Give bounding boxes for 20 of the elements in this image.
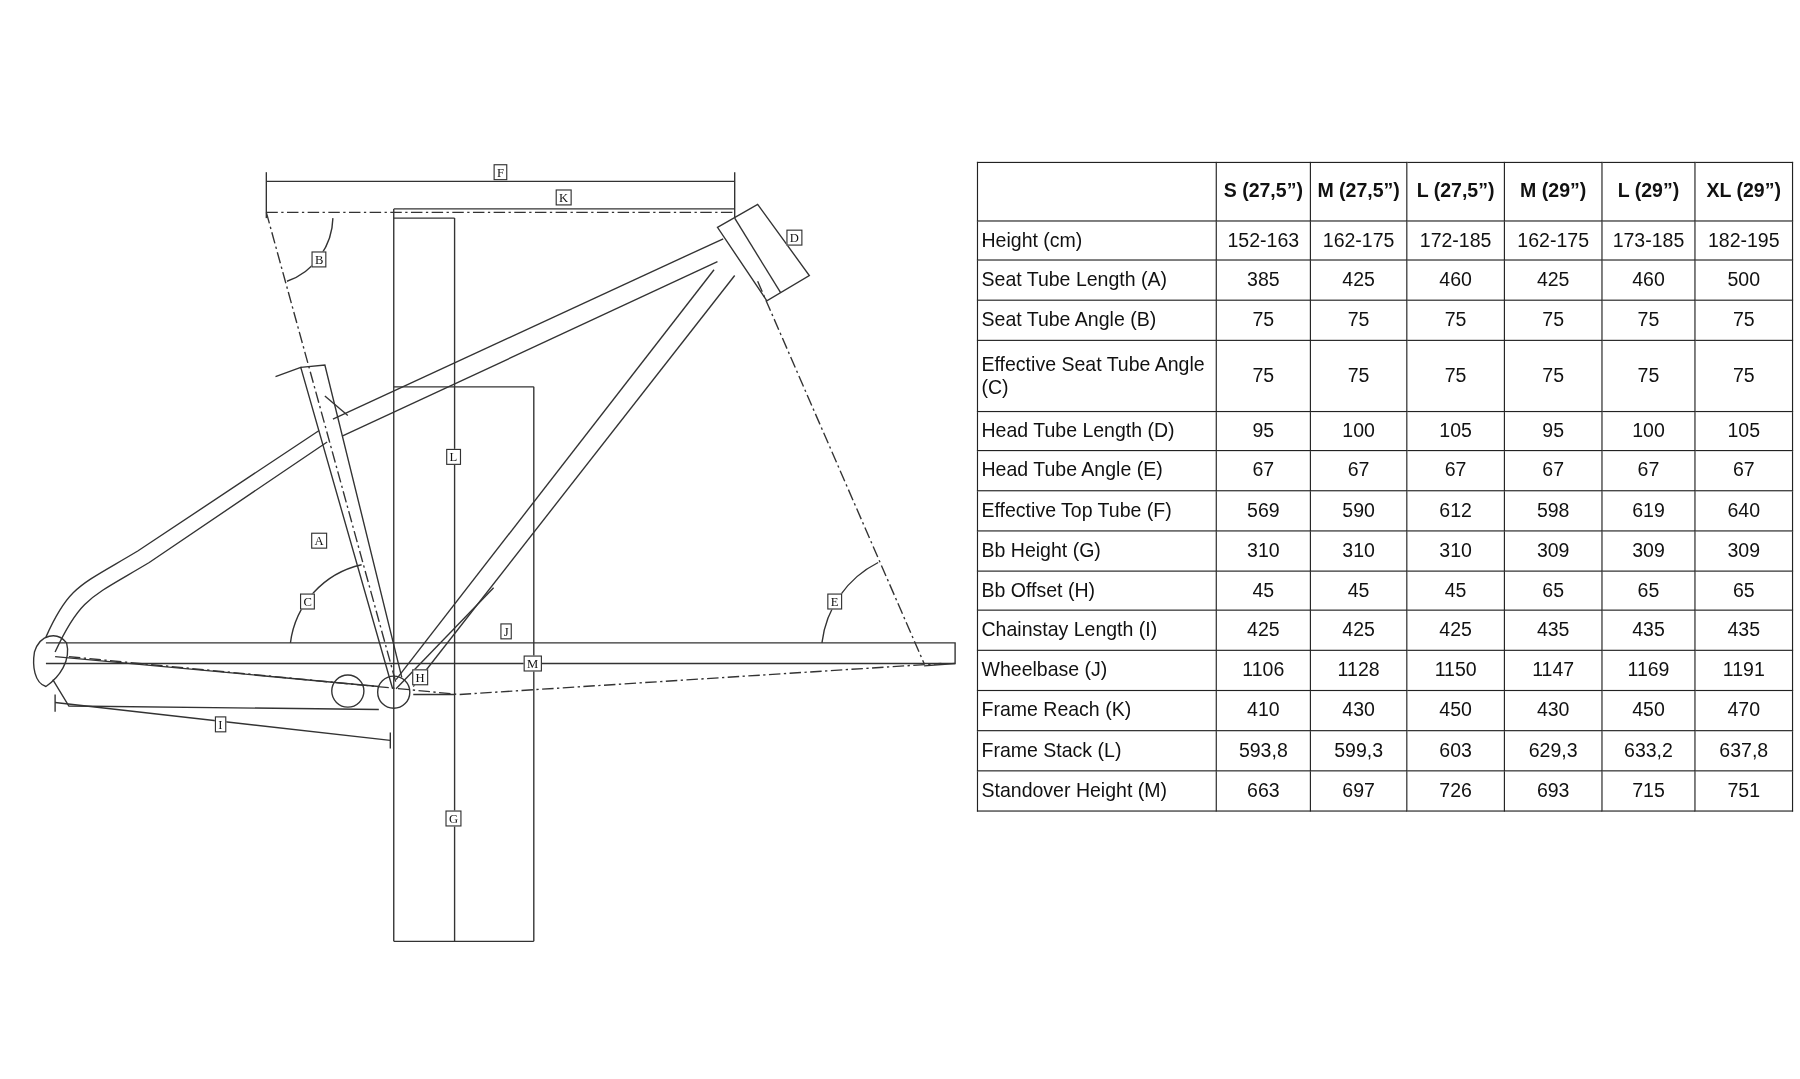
callout-letter: B: [311, 251, 327, 268]
table-cell: 1191: [1694, 650, 1793, 691]
callout-letter: K: [555, 189, 572, 206]
callout-letter: L: [446, 448, 461, 465]
table-cell: 75: [1694, 340, 1793, 412]
callout-letter: H: [412, 669, 429, 686]
callout-letter: G: [445, 810, 462, 827]
callout-letter: F: [493, 164, 508, 181]
callout-letter: A: [311, 532, 328, 549]
callout-letter: C: [300, 593, 316, 610]
callout-letter: I: [214, 716, 226, 733]
row-header: Head Tube Length (D): [977, 411, 1217, 451]
table-cell: 105: [1694, 411, 1793, 451]
callout-letter: E: [827, 593, 842, 610]
callout-letter: M: [523, 655, 542, 672]
row-header: Wheelbase (J): [977, 650, 1217, 691]
row-header: Effective Seat Tube Angle (C): [977, 340, 1217, 412]
column-header: XL (29”): [1694, 162, 1793, 221]
callout-letter: J: [500, 623, 513, 640]
callout-letter: D: [786, 229, 803, 246]
